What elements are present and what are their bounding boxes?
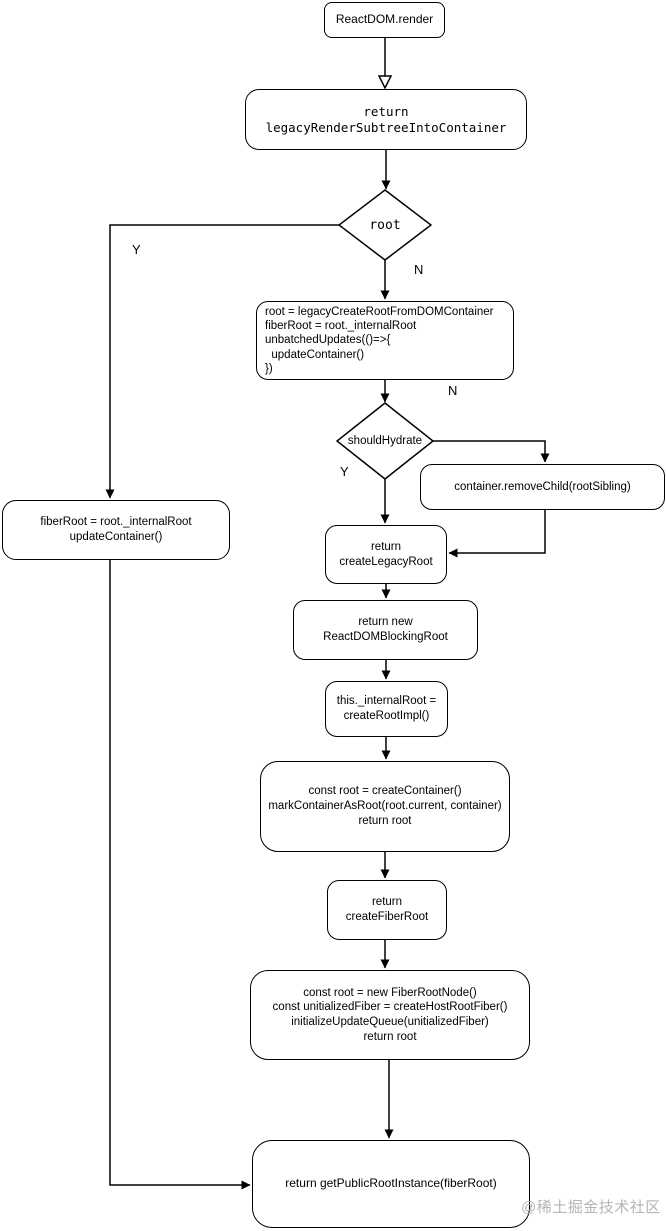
watermark: @稀土掘金技术社区 (521, 1199, 661, 1216)
node-blocking-root: return new ReactDOMBlockingRoot (293, 600, 478, 660)
edge-label-root-no: N (412, 262, 426, 277)
node-legacy-render-subtree: return legacyRenderSubtreeIntoContainer (245, 89, 527, 150)
diamond-shape (336, 402, 434, 480)
decision-should-hydrate-label: shouldHydrate (347, 435, 423, 447)
node-fiber-root-node: const root = new FiberRootNode() const u… (250, 970, 530, 1060)
diamond-shape (338, 189, 432, 261)
node-update-existing: fiberRoot = root._internalRoot updateCon… (2, 500, 230, 560)
node-reactdom-render: ReactDOM.render (324, 2, 445, 38)
decision-should-hydrate: shouldHydrate (336, 402, 434, 480)
hollow-arrowhead (377, 75, 393, 90)
decision-root-label: root (369, 217, 401, 233)
edge-removechild-to-legacyroot (448, 510, 546, 558)
node-internal-root: this._internalRoot = createRootImpl() (325, 681, 448, 737)
node-create-fiber-root: return createFiberRoot (327, 880, 447, 940)
decision-root: root (338, 189, 432, 261)
edge-updateexisting-to-getpublicroot (109, 560, 251, 1190)
edge-label-hydrate-no: N (446, 383, 460, 398)
edge-label-root-yes: Y (130, 242, 143, 257)
edge-hydrate-no (432, 440, 550, 463)
edge-label-hydrate-yes: Y (338, 464, 351, 479)
node-get-public-root-instance: return getPublicRootInstance(fiberRoot) (252, 1140, 530, 1228)
node-create-legacy-root: return createLegacyRoot (325, 525, 447, 584)
node-create-container: const root = createContainer() markConta… (260, 761, 510, 852)
node-remove-child: container.removeChild(rootSibling) (420, 464, 665, 510)
node-create-root-code: root = legacyCreateRootFromDOMContainer … (256, 301, 514, 380)
